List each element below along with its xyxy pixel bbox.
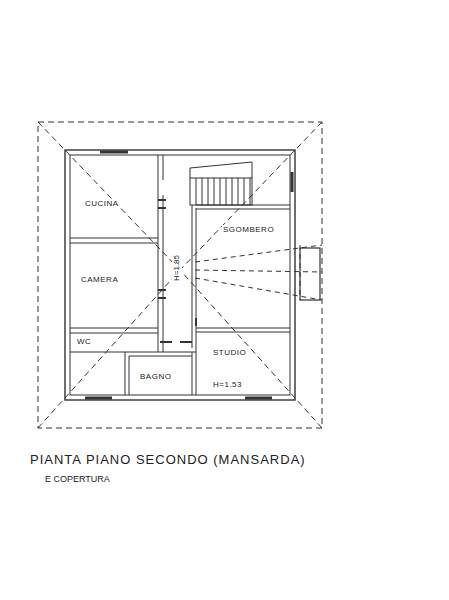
stair-tread bbox=[208, 178, 209, 205]
stair-tread bbox=[250, 178, 251, 205]
outer-wall-inner bbox=[70, 155, 290, 395]
dormer bbox=[195, 245, 322, 300]
stair-tread bbox=[196, 178, 197, 205]
room: WC bbox=[70, 333, 125, 352]
stair-rail bbox=[190, 162, 252, 178]
room: BAGNO bbox=[129, 356, 192, 395]
room: STUDIO H=1.53 bbox=[196, 332, 290, 395]
subtitle: E COPERTURA bbox=[44, 474, 111, 484]
interior-walls bbox=[70, 155, 290, 395]
stair-tread bbox=[214, 178, 215, 205]
stair-tread bbox=[220, 178, 221, 205]
room-name: WC bbox=[76, 337, 92, 347]
room: CUCINA bbox=[70, 155, 158, 238]
stair-tread bbox=[226, 178, 227, 205]
stair-tread bbox=[244, 178, 245, 205]
outer-wall bbox=[65, 150, 295, 400]
room-name: BAGNO bbox=[139, 372, 172, 382]
room-name: CAMERA bbox=[80, 275, 119, 285]
height-note: H=1.85 bbox=[172, 254, 182, 282]
roof-outline bbox=[38, 122, 322, 428]
room-name: STUDIO bbox=[212, 348, 247, 358]
stair-tread bbox=[238, 178, 239, 205]
door-marks bbox=[158, 200, 196, 342]
stair-tread bbox=[232, 178, 233, 205]
room-name: CUCINA bbox=[84, 199, 120, 209]
stair-tread bbox=[202, 178, 203, 205]
room: CAMERA bbox=[70, 243, 158, 328]
room: SGOMBERO bbox=[196, 209, 290, 328]
stair bbox=[190, 178, 252, 205]
roof-hips bbox=[38, 122, 322, 428]
room-name: SGOMBERO bbox=[222, 225, 275, 235]
dormer-window bbox=[300, 248, 320, 300]
plan-title: PIANTA PIANO SECONDO (MANSARDA) bbox=[30, 452, 306, 467]
stair-treads bbox=[196, 178, 250, 205]
height-note: H=1.53 bbox=[212, 380, 243, 390]
